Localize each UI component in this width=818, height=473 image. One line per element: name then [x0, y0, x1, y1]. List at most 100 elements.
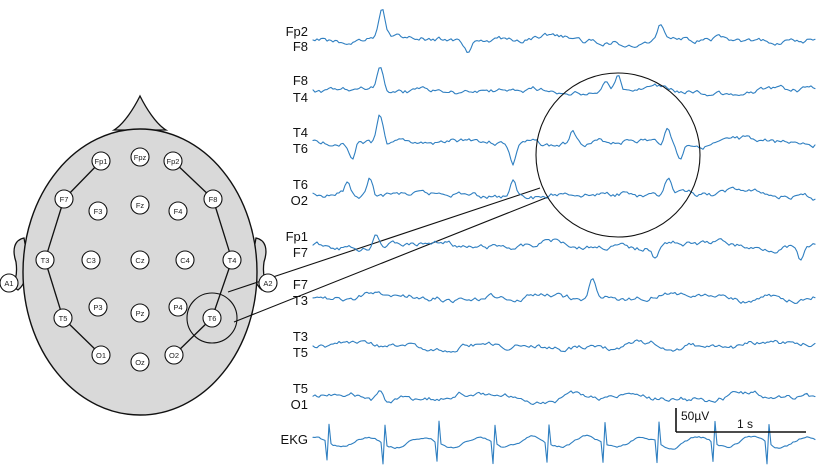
electrode-marker	[88, 297, 108, 317]
electrode-label: C4	[180, 256, 190, 265]
electrode-label: Fpz	[134, 153, 147, 162]
trace-t6-o2	[312, 177, 816, 201]
electrode-t4: T4	[222, 250, 242, 270]
electrode-label: A1	[4, 279, 13, 288]
trace-t3-t5	[312, 339, 816, 353]
electrode-label: Fz	[136, 201, 145, 210]
electrode-marker	[258, 273, 278, 293]
electrode-label: T5	[59, 314, 68, 323]
electrode-label: O1	[96, 351, 106, 360]
electrode-label: Fp2	[167, 157, 180, 166]
electrode-cz: Cz	[130, 250, 150, 270]
chain-link-t4-t6	[211, 259, 233, 319]
electrode-label: O2	[169, 351, 179, 360]
electrode-label: Fp1	[95, 157, 108, 166]
electrode-t5: T5	[53, 308, 73, 328]
eeg-traces	[312, 9, 816, 465]
head-outline	[22, 128, 258, 416]
channel-label-top: F8	[293, 73, 308, 88]
electrode-label: C3	[86, 256, 96, 265]
electrode-label: T3	[41, 256, 50, 265]
electrode-marker	[203, 189, 223, 209]
electrode-label: P4	[173, 303, 182, 312]
nose-shape	[111, 94, 169, 131]
electrode-marker	[175, 250, 195, 270]
electrode-c4: C4	[175, 250, 195, 270]
t6-highlight-circle	[186, 292, 238, 344]
electrode-f3: F3	[88, 201, 108, 221]
trace-f7-t3	[312, 278, 816, 305]
trace-ekg	[312, 420, 816, 465]
trace-fp1-f7	[312, 234, 816, 261]
channel-label-top: T6	[293, 177, 308, 192]
channel-label-bottom: T5	[293, 345, 308, 360]
channel-label-bottom: O2	[291, 193, 308, 208]
electrode-label: P3	[93, 303, 102, 312]
zoom-connector-top	[227, 187, 541, 293]
electrode-marker	[88, 201, 108, 221]
electrode-marker	[91, 345, 111, 365]
electrode-marker	[130, 352, 150, 372]
electrode-label: F4	[174, 207, 183, 216]
channel-label-bottom: F8	[293, 39, 308, 54]
electrode-label: Pz	[136, 309, 145, 318]
electrode-marker	[0, 273, 19, 293]
electrode-oz: Oz	[130, 352, 150, 372]
channel-label-bottom: T3	[293, 293, 308, 308]
electrode-a1: A1	[0, 273, 19, 293]
electrode-fpz: Fpz	[130, 147, 150, 167]
electrode-marker	[130, 303, 150, 323]
channel-label-bottom: F7	[293, 245, 308, 260]
channel-label-top: Fp1	[286, 229, 308, 244]
electrode-f4: F4	[168, 201, 188, 221]
electrode-a2: A2	[258, 273, 278, 293]
electrode-marker	[202, 308, 222, 328]
scale-amplitude-label: 50µV	[681, 409, 709, 423]
electrode-fz: Fz	[130, 195, 150, 215]
electrode-marker	[53, 308, 73, 328]
electrode-label: Oz	[135, 358, 145, 367]
electrode-marker	[130, 147, 150, 167]
electrode-marker	[130, 195, 150, 215]
electrode-marker	[164, 345, 184, 365]
electrode-label: F7	[60, 195, 69, 204]
electrode-marker	[163, 151, 183, 171]
electrode-p4: P4	[168, 297, 188, 317]
electrode-marker	[54, 189, 74, 209]
electrode-o2: O2	[164, 345, 184, 365]
electrode-label: A2	[263, 279, 272, 288]
trace-f8-t4	[312, 67, 816, 97]
electrode-t3: T3	[35, 250, 55, 270]
electrode-p3: P3	[88, 297, 108, 317]
zoom-circle	[535, 72, 701, 238]
electrode-f7: F7	[54, 189, 74, 209]
channel-label-top: Fp2	[286, 24, 308, 39]
electrode-f8: F8	[203, 189, 223, 209]
electrode-fp2: Fp2	[163, 151, 183, 171]
electrode-label: F3	[94, 207, 103, 216]
trace-t5-o1	[312, 390, 816, 406]
electrode-label: Cz	[135, 256, 144, 265]
electrode-marker	[222, 250, 242, 270]
channel-label-bottom: O1	[291, 397, 308, 412]
chain-link-t3-t5	[44, 259, 64, 319]
electrode-marker	[35, 250, 55, 270]
electrode-label: F8	[209, 195, 218, 204]
channel-label-bottom: T6	[293, 141, 308, 156]
electrode-marker	[168, 201, 188, 221]
zoom-connector-bottom	[233, 196, 549, 323]
electrode-label: T6	[208, 314, 217, 323]
electrode-marker	[81, 250, 101, 270]
electrode-marker	[91, 151, 111, 171]
channel-label-bottom: T4	[293, 90, 308, 105]
electrode-t6: T6	[202, 308, 222, 328]
trace-fp2-f8	[312, 9, 816, 53]
channel-label-top: EKG	[281, 432, 308, 447]
channel-label-top: T3	[293, 329, 308, 344]
electrode-c3: C3	[81, 250, 101, 270]
trace-t4-t6	[312, 114, 816, 166]
